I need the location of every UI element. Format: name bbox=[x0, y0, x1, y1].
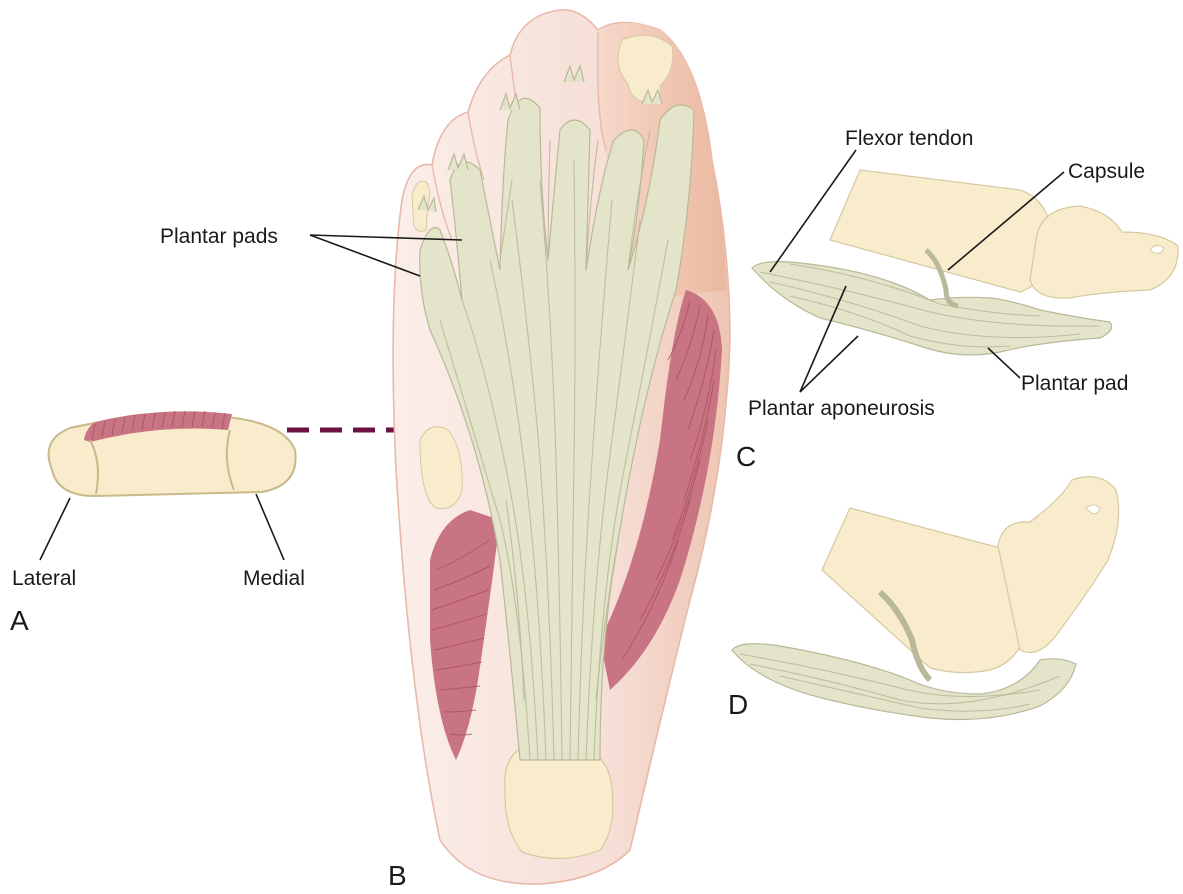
label-plantar-pad: Plantar pad bbox=[1021, 372, 1128, 395]
sagittal-view-c bbox=[752, 170, 1178, 355]
aponeurosis-d bbox=[732, 644, 1076, 720]
label-plantar-pads: Plantar pads bbox=[160, 225, 278, 248]
leader-lateral bbox=[40, 498, 70, 560]
label-lateral: Lateral bbox=[12, 567, 76, 590]
sagittal-view-d bbox=[732, 477, 1119, 720]
leader-aponeurosis-2 bbox=[800, 336, 858, 392]
foot-plantar-view bbox=[393, 10, 730, 884]
label-flexor-tendon: Flexor tendon bbox=[845, 127, 973, 150]
leader-medial bbox=[256, 494, 284, 560]
panel-label-d: D bbox=[728, 689, 748, 720]
phalanx-d bbox=[998, 477, 1119, 653]
panel-label-b: B bbox=[388, 860, 407, 891]
label-capsule: Capsule bbox=[1068, 160, 1145, 183]
label-medial: Medial bbox=[243, 567, 305, 590]
panel-label-a: A bbox=[10, 605, 29, 636]
metatarsal-d bbox=[822, 508, 1030, 673]
leader-plantar-pad bbox=[988, 348, 1020, 378]
cross-section-a bbox=[49, 411, 296, 496]
label-plantar-aponeurosis: Plantar aponeurosis bbox=[748, 397, 935, 420]
panel-label-c: C bbox=[736, 441, 756, 472]
